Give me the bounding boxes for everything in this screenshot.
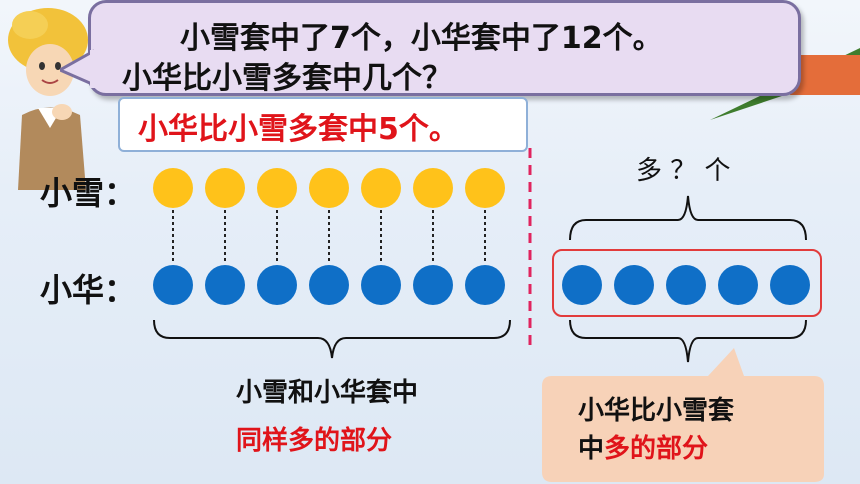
xiaohua-extra-dot (718, 265, 758, 305)
caption-right-red: 多的部分 (604, 434, 709, 464)
answer-box (118, 97, 528, 152)
xiaoxue-dot (153, 168, 193, 208)
xiaoxue-dot (465, 168, 505, 208)
xiaohua-extra-dot (614, 265, 654, 305)
brace-top-right (569, 195, 807, 241)
caption-left-line-1: 小雪和小华套中 (236, 378, 419, 408)
xiaohua-dot (153, 265, 193, 305)
bubble-tail (60, 49, 100, 88)
answer-text: 小华比小雪多套中5个。 (138, 112, 459, 147)
caption-right-line-1: 小华比小雪套 (578, 396, 735, 426)
extra-dots-box (552, 249, 822, 317)
xiaohua-dot (309, 265, 349, 305)
question-line-2: 小华比小雪多套中几个？ (122, 61, 452, 96)
xiaoxue-dot (257, 168, 297, 208)
label-xiaohua: 小华： (40, 271, 137, 309)
xiaohua-extra-dot (666, 265, 706, 305)
xiaoxue-dot (309, 168, 349, 208)
decorative-orange-tab (790, 55, 860, 95)
xiaohua-dot (361, 265, 401, 305)
label-xiaoxue: 小雪： (40, 174, 137, 212)
xiaoxue-dot (413, 168, 453, 208)
caption-left-line-2: 同样多的部分 (236, 426, 393, 456)
caption-right-line-2: 中多的部分 (578, 428, 708, 465)
question-bubble (88, 0, 801, 96)
note-bubble (542, 348, 824, 482)
xiaohua-extra-dot (562, 265, 602, 305)
xiaohua-extra-dot (770, 265, 810, 305)
brace-left (153, 319, 511, 359)
question-line-1: 小雪套中了7个，小华套中了12个。 (180, 21, 663, 56)
more-label: 多 ？ 个 (636, 156, 731, 186)
xiaohua-dot (205, 265, 245, 305)
xiaoxue-dot (205, 168, 245, 208)
xiaohua-dot (257, 265, 297, 305)
boy-character-icon (8, 8, 88, 190)
caption-right-black: 中 (578, 434, 605, 464)
xiaohua-dot (465, 265, 505, 305)
xiaoxue-dot (361, 168, 401, 208)
xiaohua-dot (413, 265, 453, 305)
brace-bottom-right (569, 319, 807, 363)
